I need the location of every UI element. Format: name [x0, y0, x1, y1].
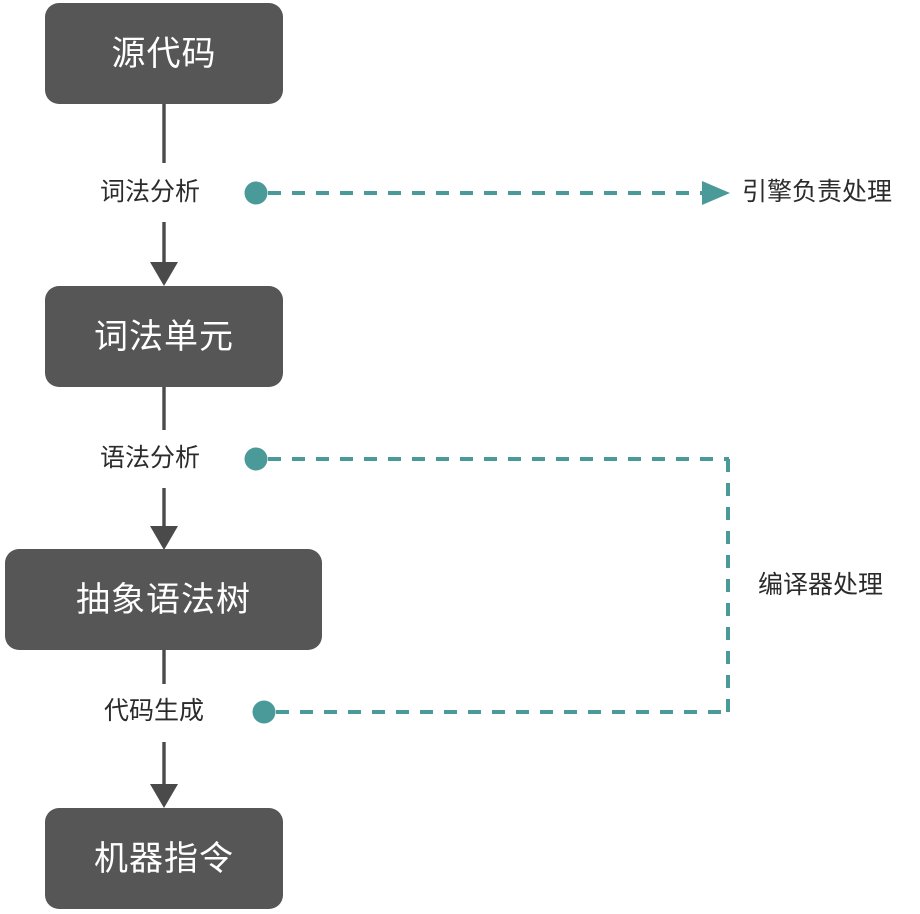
annotation-engine-dashed-arrow	[244, 181, 730, 205]
edge-label-code-generation: 代码生成	[104, 697, 205, 725]
node-tokens[interactable]: 词法单元	[45, 286, 283, 387]
edge-label-syntax-analysis: 语法分析	[100, 444, 201, 472]
annotation-label-engine-handles: 引擎负责处理	[742, 178, 893, 206]
node-source-code[interactable]: 源代码	[45, 3, 283, 104]
annotation-label-compiler-handles: 编译器处理	[758, 571, 884, 599]
node-ast[interactable]: 抽象语法树	[5, 549, 322, 650]
annotation-dot-codegen	[252, 700, 276, 724]
annotation-compiler-dashed-bracket	[244, 447, 730, 724]
node-machine-code[interactable]: 机器指令	[45, 808, 283, 909]
node-label-machine-code: 机器指令	[94, 839, 234, 878]
connector-codegen-to-machine-code	[150, 742, 178, 808]
node-label-ast: 抽象语法树	[76, 580, 251, 619]
connector-syntax-to-ast	[150, 488, 178, 550]
node-label-source-code: 源代码	[111, 34, 217, 73]
node-label-tokens: 词法单元	[94, 317, 234, 356]
annotation-dot-syntax	[244, 447, 268, 471]
arrowhead-icon	[702, 181, 730, 205]
edge-label-lexical-analysis: 词法分析	[100, 178, 201, 206]
annotation-dot-lexical	[244, 181, 268, 205]
connector-lexical-to-tokens	[150, 222, 178, 286]
